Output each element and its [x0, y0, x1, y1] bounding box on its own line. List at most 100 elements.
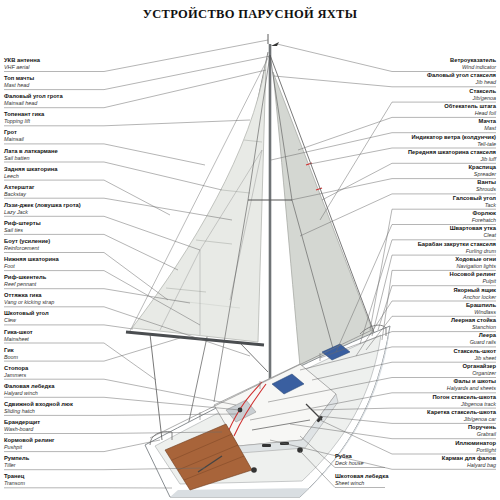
part-name-en: Guard rails: [392, 339, 496, 346]
part-name-en: Sail batten: [4, 155, 104, 162]
part-name-en: Head foil: [392, 110, 496, 117]
part-name-ru: Ванты: [392, 179, 496, 186]
leader-line: [268, 378, 496, 403]
leader-line: [270, 440, 496, 469]
leader-line: [4, 468, 205, 470]
part-name-ru: Швартовая утка: [392, 225, 496, 232]
part-name-en: Boom: [4, 354, 104, 361]
part-name-ru: Риф-штерты: [4, 220, 104, 227]
part-name-en: Forehatch: [392, 217, 496, 224]
leader-line: [271, 133, 496, 160]
part-name-ru: Транец: [4, 473, 104, 480]
part-name-ru: Передняя шкаторина стакселя: [392, 149, 496, 156]
leader-line: [300, 347, 496, 370]
part-name-ru: Гик: [4, 347, 104, 354]
part-name-ru: Кормовой релинг: [4, 437, 104, 444]
shrouds: [214, 55, 345, 402]
topping-lift: [130, 56, 269, 331]
part-name-ru: Задняя шкаторина: [4, 166, 104, 173]
part-name-en: Pushpit: [4, 444, 104, 451]
part-name-en: Spreader: [392, 171, 496, 178]
part-name-en: Mainsail: [4, 136, 104, 143]
leader-line: [4, 198, 232, 220]
leader-line: [378, 286, 496, 330]
part-name-ru: Барабан закрутки стакселя: [392, 241, 496, 248]
part-name-ru: Обтекатель штага: [392, 103, 496, 110]
part-name-ru: Каретка стаксель-шкота: [392, 409, 496, 416]
part-name-ru: Топ мачты: [4, 75, 104, 82]
leader-line: [300, 194, 496, 236]
part-name-en: Mainsheet: [4, 336, 104, 343]
leader-line: [298, 117, 496, 150]
part-name-en: Vang or kicking strap: [4, 299, 104, 306]
part-name-ru: Боут (усиление): [4, 238, 104, 245]
part-name-ru: Стаксель: [392, 88, 496, 95]
leader-line: [4, 432, 222, 434]
forestay: [270, 55, 375, 335]
leader-line: [382, 270, 496, 340]
part-name-ru: Брандерщит: [4, 419, 104, 426]
part-name-ru: Ахтерштаг: [4, 184, 104, 191]
tell-tale: [316, 188, 322, 190]
part-name-en: Shrouds: [392, 186, 496, 193]
part-name-en: Stanchion: [392, 324, 496, 331]
leader-line: [250, 393, 496, 420]
part-name-ru: Поручень: [392, 424, 496, 431]
leader-line: [372, 255, 496, 336]
part-name-en: Sliding hatch: [4, 408, 104, 415]
leader-line: [320, 102, 496, 220]
portlights: [262, 415, 323, 447]
leader-line: [4, 487, 172, 488]
part-name-en: Mainsail head: [4, 100, 104, 107]
part-name-en: Pulpit: [392, 278, 496, 285]
part-name-en: Backstay: [4, 191, 104, 198]
lazy-jack: [160, 150, 262, 335]
part-name-en: Sail ties: [4, 227, 104, 234]
part-name-en: Halyard winch: [4, 390, 104, 397]
leader-line: [4, 307, 250, 356]
leader-line: [4, 338, 180, 361]
part-name-en: Wash-board: [4, 426, 104, 433]
part-name-en: Mast head: [4, 82, 104, 89]
part-name-ru: Шкотовая лебедка: [335, 473, 388, 480]
leader-line: [310, 148, 496, 164]
part-name-en: Sheet winch: [335, 480, 364, 487]
mainsail: [132, 62, 266, 342]
part-name-en: Jib/genoa car: [392, 416, 496, 423]
leader-line: [360, 240, 496, 344]
leader-line: [4, 40, 268, 72]
leader-line: [320, 332, 496, 358]
part-name-ru: Носовой релинг: [392, 271, 496, 278]
forehatch: [272, 374, 304, 394]
leader-line: [290, 424, 496, 439]
part-name-ru: Гика-шкот: [4, 329, 104, 336]
part-name-ru: Брашпиль: [392, 302, 496, 309]
part-name-en: Jib luff: [392, 156, 496, 163]
part-name-en: Mast: [392, 125, 496, 132]
leader-line: [300, 436, 385, 468]
leader-line: [4, 414, 238, 415]
part-name-ru: Грот: [4, 129, 104, 136]
part-name-ru: Фаловый угол грота: [4, 93, 104, 100]
part-name-en: Organizer: [392, 370, 496, 377]
leader-line: [4, 271, 200, 325]
part-name-ru: Лата в латкармане: [4, 148, 104, 155]
part-name-en: Jibgenoa track: [392, 401, 496, 408]
part-name-ru: Индикатор ветра (колдунчик): [392, 134, 496, 141]
part-name-ru: Краспица: [392, 164, 496, 171]
part-name-en: Furling drum: [392, 248, 496, 255]
part-name-en: Jib/genoa: [392, 95, 496, 102]
part-name-ru: Фаловая лебедка: [4, 383, 104, 390]
part-name-en: Transom: [4, 480, 104, 487]
diagram-title: УСТРОЙСТВО ПАРУСНОЙ ЯХТЫ: [0, 7, 500, 22]
part-name-ru: Топенант гика: [4, 111, 104, 118]
part-name-en: Reef pennant: [4, 281, 104, 288]
part-name-ru: Стопора: [4, 365, 104, 372]
spreader: [248, 199, 292, 200]
part-name-en: VHF aerial: [4, 64, 104, 71]
part-name-en: Tack: [392, 202, 496, 209]
part-name-en: Halyard bag: [392, 462, 496, 469]
